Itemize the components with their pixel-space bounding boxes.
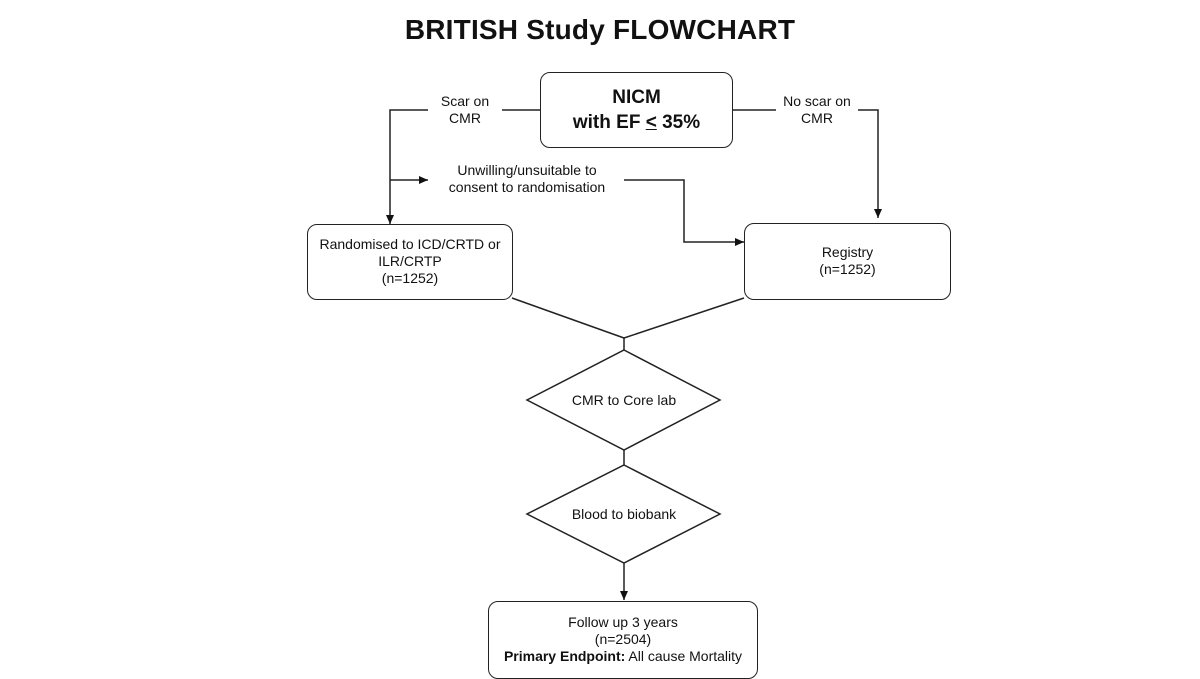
cmr-core-lab-label: CMR to Core lab (572, 392, 676, 408)
follow-up-count: (n=2504) (594, 631, 652, 647)
edge-unwilling-to-registry (624, 179, 744, 246)
no-scar-line2: CMR (801, 110, 833, 126)
nicm-line2: with EF < 35% (573, 110, 700, 135)
edge-registry-merge (623, 297, 745, 339)
primary-endpoint-label: Primary Endpoint: (503, 648, 626, 664)
unwilling-line1: Unwilling/unsuitable to (457, 162, 597, 178)
randomised-node: Randomised to ICD/CRTD or ILR/CRTP (n=12… (307, 224, 513, 300)
nicm-ef-prefix: with EF (572, 112, 646, 133)
page-title: BRITISH Study FLOWCHART (404, 14, 796, 45)
randomised-count: (n=1252) (381, 270, 439, 286)
unwilling-label: Unwilling/unsuitable to consent to rando… (430, 162, 624, 196)
nicm-ef-symbol: < (645, 112, 657, 133)
no-scar-on-cmr-label: No scar on CMR (776, 93, 858, 127)
randomised-line1: Randomised to ICD/CRTD or (319, 236, 501, 252)
scar-on-cmr-label: Scar on CMR (428, 93, 502, 127)
registry-line1: Registry (821, 244, 874, 260)
scar-line2: CMR (449, 110, 481, 126)
randomised-line2: ILR/CRTP (378, 253, 442, 269)
nicm-ef-suffix: 35% (656, 112, 701, 133)
nicm-line1: NICM (612, 87, 661, 108)
unwilling-line2: consent to randomisation (448, 179, 606, 195)
blood-biobank-label: Blood to biobank (572, 506, 677, 522)
registry-count: (n=1252) (819, 261, 876, 277)
primary-endpoint-value: All cause Mortality (625, 648, 743, 664)
scar-line1: Scar on (440, 93, 490, 109)
no-scar-line1: No scar on (783, 93, 851, 109)
registry-node: Registry (n=1252) (744, 223, 951, 300)
edge-randomised-merge (511, 297, 625, 339)
follow-up-line1: Follow up 3 years (568, 614, 678, 630)
primary-endpoint: Primary Endpoint: All cause Mortality (504, 648, 742, 665)
follow-up-node: Follow up 3 years (n=2504) Primary Endpo… (488, 601, 758, 679)
nicm-start-node: NICM with EF < 35% (540, 72, 733, 148)
